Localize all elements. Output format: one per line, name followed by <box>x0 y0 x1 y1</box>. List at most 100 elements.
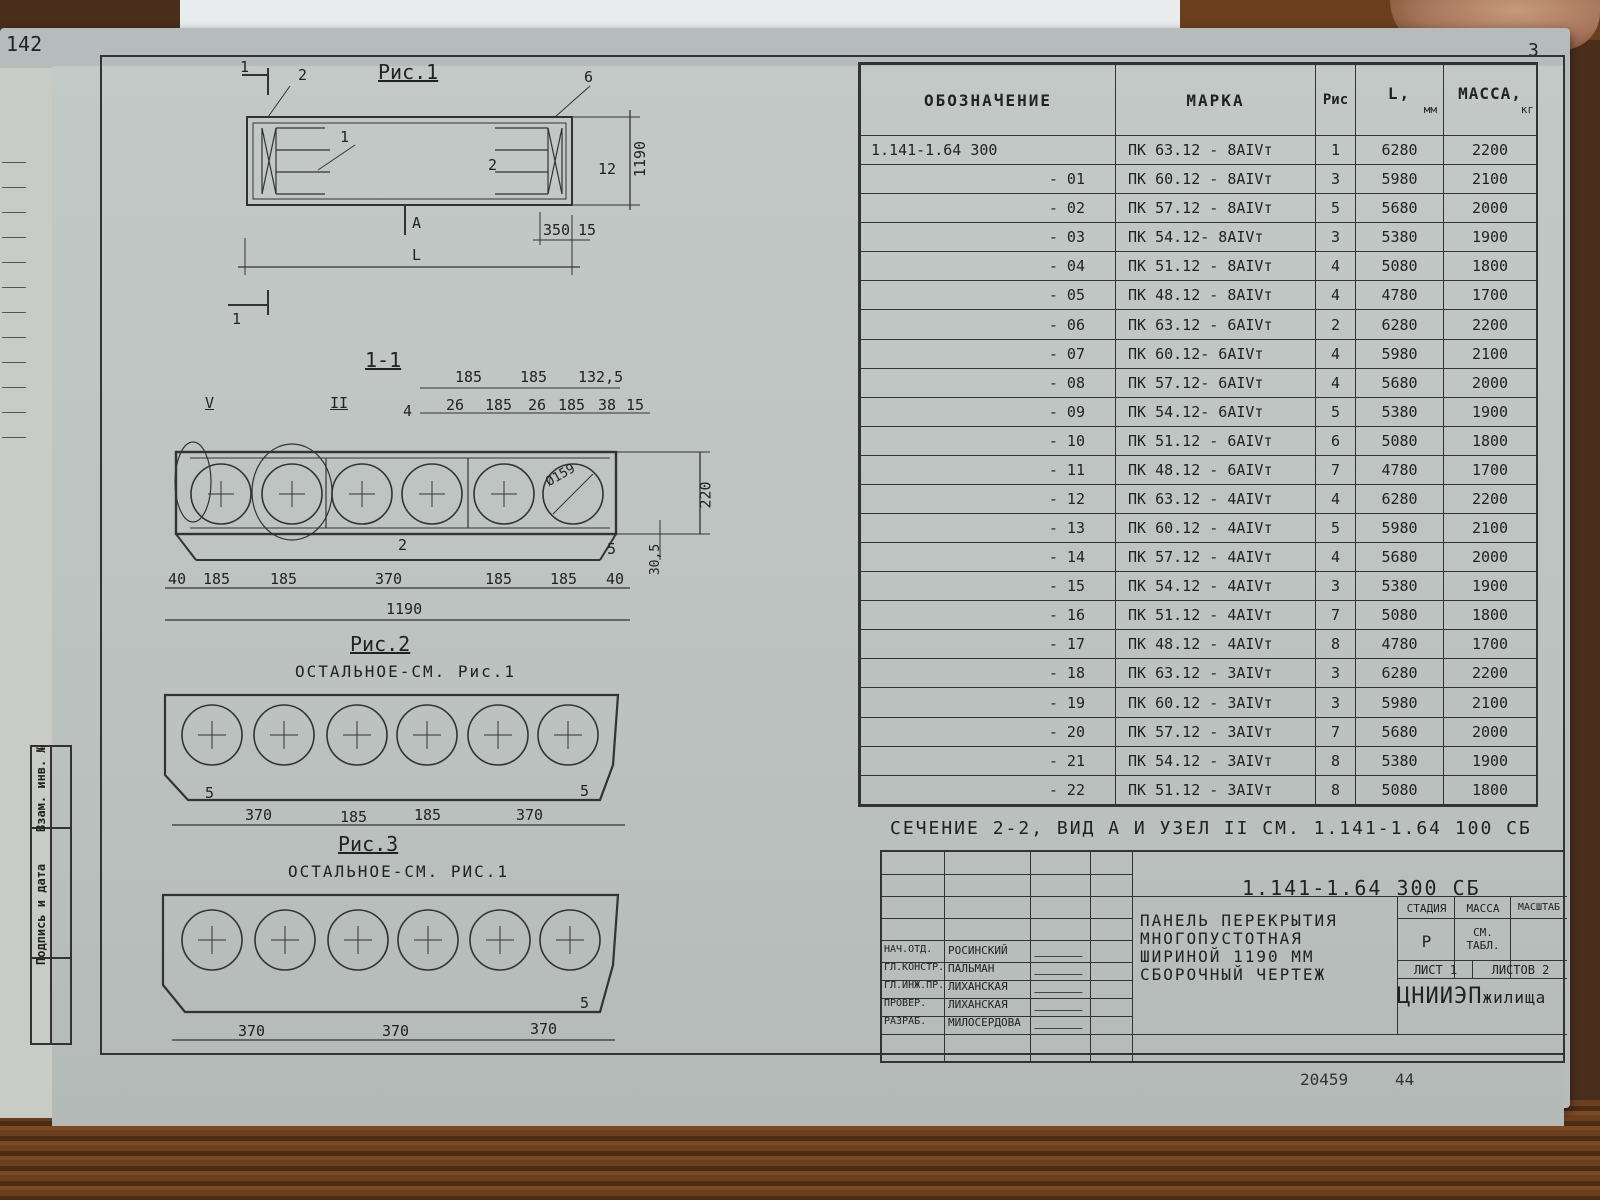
table-header-row: ОБОЗНАЧЕНИЕ МАРКА Рис L,мм МАССА,кг <box>860 64 1537 136</box>
cell-l: 5380 <box>1355 571 1444 602</box>
section-dim-305-label: 30,5 <box>648 543 664 576</box>
section-pos-4: 4 <box>403 402 413 420</box>
section-title: 1-1 <box>365 348 402 372</box>
cell-l: 5380 <box>1355 745 1444 776</box>
cell-des: - 03 <box>860 222 1116 253</box>
header-designation: ОБОЗНАЧЕНИЕ <box>860 64 1116 136</box>
cell-fig: 8 <box>1315 629 1356 660</box>
tb-vline-2 <box>1030 852 1031 1061</box>
cell-m: 2200 <box>1443 134 1537 166</box>
node-v-label: V <box>205 394 215 412</box>
cell-des: - 01 <box>860 164 1116 195</box>
tb-vline-sheet <box>1472 960 1473 978</box>
fig1-leader-6 <box>554 85 591 118</box>
section-bottom-dim-2: 185 <box>203 570 231 588</box>
cell-fig: 7 <box>1315 716 1356 747</box>
specification-table: ОБОЗНАЧЕНИЕ МАРКА Рис L,мм МАССА,кг 1.14… <box>858 62 1538 807</box>
section-void-crosses <box>208 473 594 515</box>
cell-fig: 4 <box>1315 483 1356 515</box>
cell-mark: ПК 63.12 - 8АIVт <box>1115 134 1316 166</box>
cell-mark: ПК 51.12 - 4АIVт <box>1115 600 1316 631</box>
section-pos-2: 2 <box>398 536 408 554</box>
cell-m: 1800 <box>1443 600 1537 631</box>
fig3-note: ОСТАЛЬНОЕ-СМ. РИС.1 <box>288 862 510 881</box>
cell-m: 2200 <box>1443 658 1537 689</box>
cell-m: 1900 <box>1443 222 1537 253</box>
section-bevel-right <box>599 533 617 561</box>
section-sub-185b: 185 <box>558 396 586 414</box>
section-total-1190: 1190 <box>386 600 423 618</box>
section-voids <box>190 463 604 525</box>
cell-des: - 20 <box>860 716 1116 747</box>
cell-m: 2000 <box>1443 193 1537 224</box>
fig2-dim-3: 185 <box>414 806 442 824</box>
signature-scribble <box>1034 996 1088 1011</box>
tb-hline-9 <box>882 1034 1567 1035</box>
tb-vline-4 <box>1132 852 1133 1061</box>
cell-mark: ПК 54.12 - 4АIVт <box>1115 571 1316 602</box>
cell-des: - 22 <box>860 774 1116 806</box>
cell-des: - 21 <box>860 745 1116 776</box>
footer-inventory: 20459 <box>1300 1070 1349 1089</box>
signature-name: ПАЛЬМАН <box>948 962 995 975</box>
cell-fig: 7 <box>1315 454 1356 485</box>
cell-mark: ПК 60.12- 6АIVт <box>1115 338 1316 369</box>
cell-m: 2000 <box>1443 367 1537 398</box>
cell-mark: ПК 60.12 - 3АIVт <box>1115 687 1316 718</box>
header-mark: МАРКА <box>1115 64 1316 136</box>
fig2-pos-5b: 5 <box>580 782 590 800</box>
tb-vline-scale <box>1510 896 1511 978</box>
cell-fig: 4 <box>1315 338 1356 369</box>
organization-suffix: жилища <box>1482 988 1547 1007</box>
tb-vline-1 <box>944 852 945 1061</box>
page-number-left: 142 <box>6 32 43 56</box>
fig1-cut-mark-bottom: 1 <box>232 310 242 328</box>
cell-l: 6280 <box>1355 309 1444 340</box>
fig1-left-reinforcement <box>261 127 330 195</box>
cell-l: 5680 <box>1355 367 1444 398</box>
cell-mark: ПК 51.12 - 8АIVт <box>1115 251 1316 282</box>
cell-fig: 2 <box>1315 309 1356 340</box>
header-mass: МАССА,кг <box>1443 64 1537 136</box>
drawing-title-line-2: МНОГОПУСТОТНАЯ <box>1140 929 1303 948</box>
signature-role: ГЛ.КОНСТР. <box>884 962 945 973</box>
cell-l: 6280 <box>1355 134 1444 166</box>
cell-m: 1700 <box>1443 454 1537 485</box>
cell-fig: 3 <box>1315 687 1356 718</box>
fig2-note: ОСТАЛЬНОЕ-СМ. Рис.1 <box>295 662 517 681</box>
cell-l: 5680 <box>1355 542 1444 573</box>
mass-value: СМ. ТАБЛ. <box>1466 926 1500 952</box>
fig1-dim-350-label: 350 <box>543 221 571 239</box>
signature-name: МИЛОСЕРДОВА <box>948 1016 1021 1029</box>
fig2-dim-2: 185 <box>340 808 368 826</box>
mass-label: МАССА <box>1466 902 1500 915</box>
fig1-dim-12-label: 12 <box>598 160 617 178</box>
tb-hline-org <box>1397 978 1567 979</box>
cell-fig: 6 <box>1315 425 1356 456</box>
cell-m: 2100 <box>1443 687 1537 718</box>
cell-des: - 04 <box>860 251 1116 282</box>
cell-l: 6280 <box>1355 483 1444 515</box>
section-bottom-dim-6: 185 <box>550 570 578 588</box>
section-sub-185a: 185 <box>485 396 513 414</box>
cell-mark: ПК 57.12 - 4АIVт <box>1115 542 1316 573</box>
cell-m: 1700 <box>1443 280 1537 311</box>
tb-vline-3 <box>1090 852 1091 1061</box>
signature-name: ЛИХАНСКАЯ <box>948 980 1008 993</box>
scale-label: МАСШТАБ <box>1517 902 1561 913</box>
fig2-dim-1: 370 <box>245 806 273 824</box>
header-length: L,мм <box>1355 64 1444 136</box>
sheet-number: ЛИСТ 1 <box>1413 963 1458 977</box>
fig2-void-crosses <box>198 721 582 749</box>
cell-l: 5980 <box>1355 513 1444 544</box>
